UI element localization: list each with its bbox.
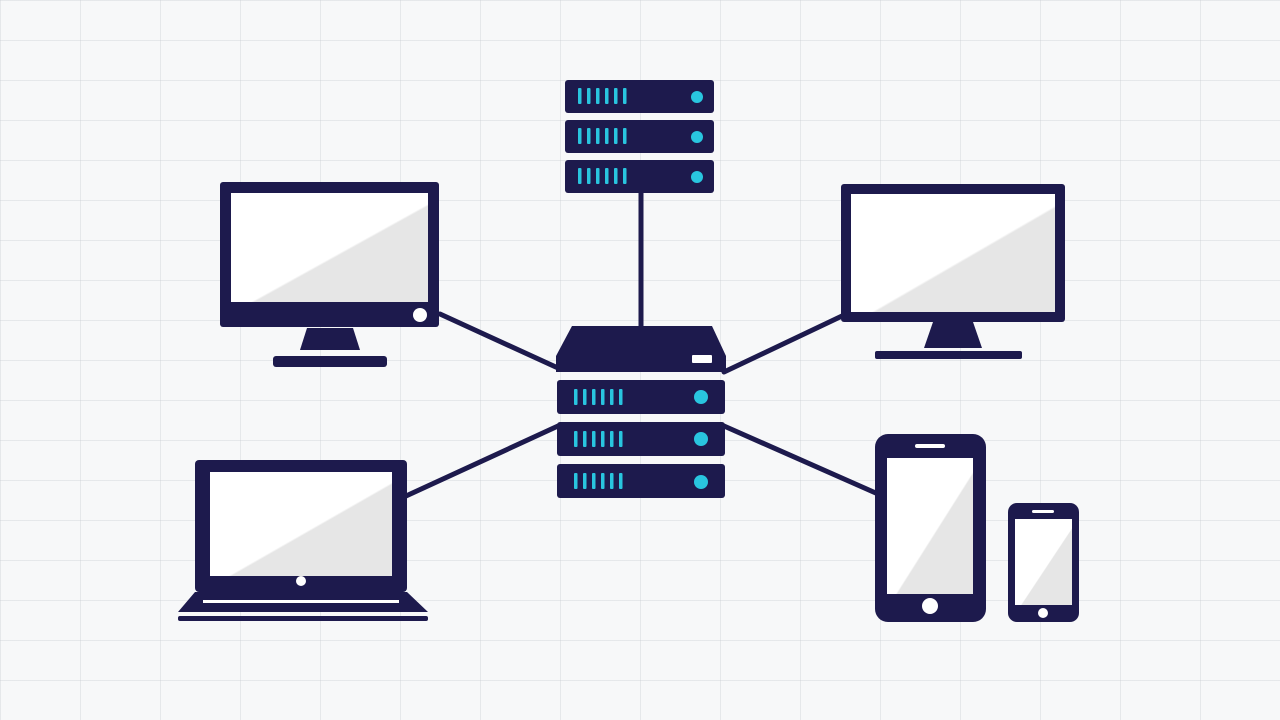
tablet-icon [875,434,986,622]
link-hub-tablet [721,423,881,497]
link-hub-desktop-left [437,311,561,371]
desktop-monitor-icon [841,184,1065,359]
server-rack-icon [565,80,714,193]
laptop-icon [178,460,428,621]
link-hub-desktop-right [721,313,845,375]
link-hub-laptop [403,423,561,499]
smartphone-icon [1008,503,1079,622]
desktop-monitor-icon [220,182,439,367]
server-stack-icon [556,326,726,498]
connection-lines [403,187,881,499]
